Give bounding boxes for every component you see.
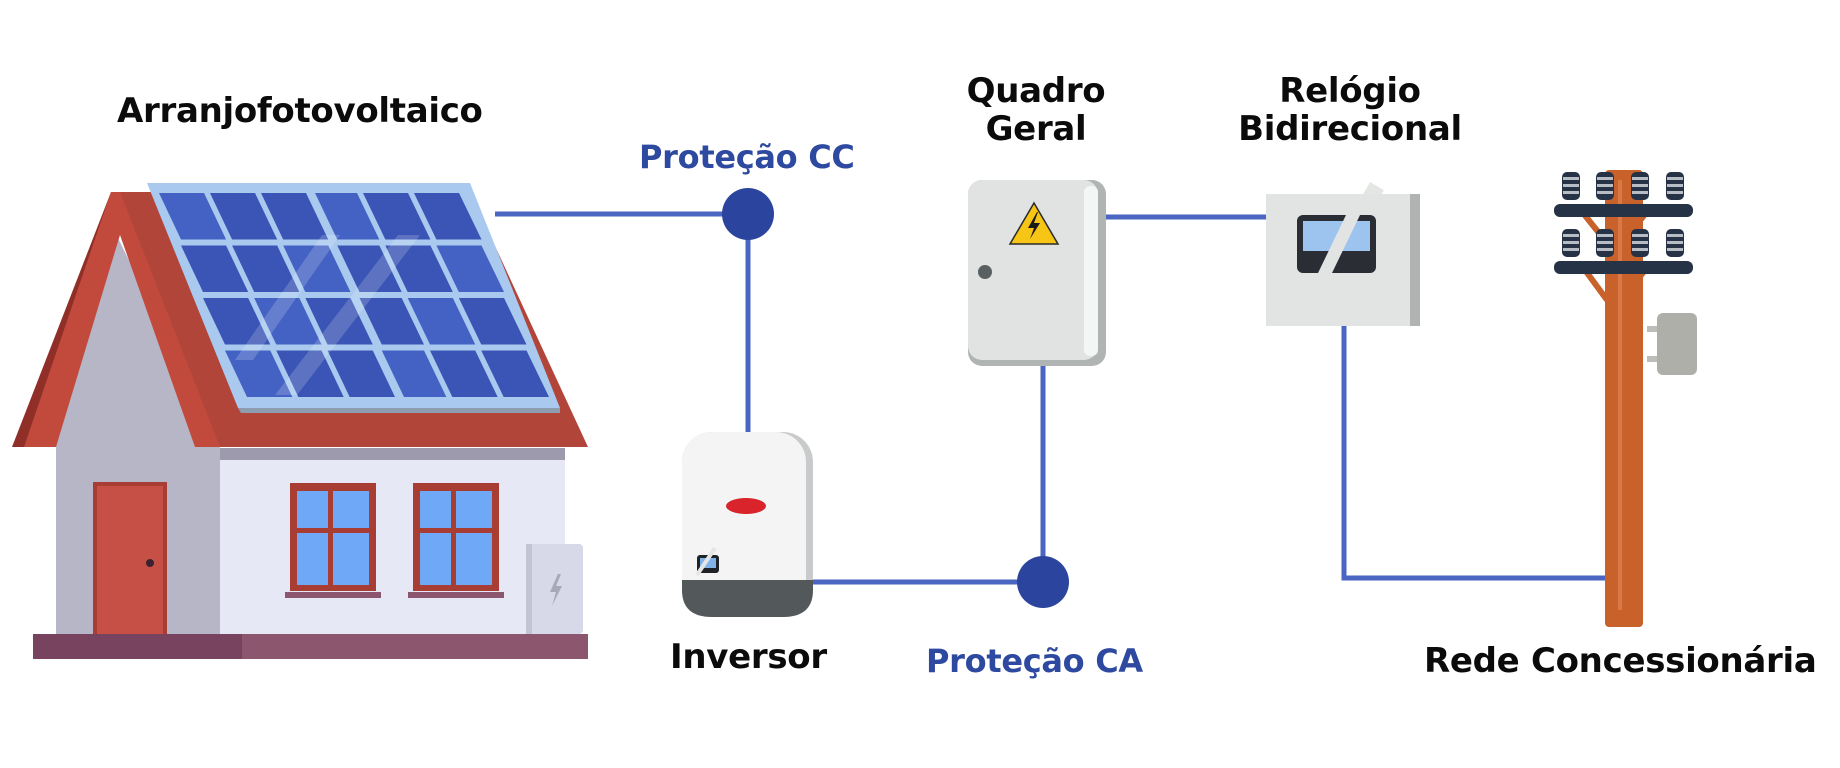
insulator-ring [1563, 241, 1579, 244]
solar-cell [283, 245, 351, 292]
solar-cell [305, 298, 373, 345]
utility-pole-icon [1554, 170, 1697, 627]
solar-cell [381, 350, 447, 397]
door-knob [146, 559, 154, 567]
insulator-ring [1563, 248, 1579, 251]
label-rede-concessionaria: Rede Concessionária [1424, 641, 1817, 681]
solar-cell [203, 298, 271, 345]
insulator-ring [1563, 234, 1579, 237]
solar-cell [363, 193, 431, 240]
solar-cell [315, 193, 380, 240]
insulator-ring [1597, 191, 1613, 194]
label-quadro-line1: Quadro [966, 71, 1106, 111]
insulator-ring [1667, 248, 1683, 251]
house-meter-box-icon [526, 544, 583, 634]
label-protecao-cc: Proteção CC [639, 138, 855, 176]
solar-cell [359, 298, 424, 345]
solar-cell [225, 350, 293, 397]
solar-cell [385, 245, 453, 292]
label-inversor: Inversor [670, 637, 827, 677]
insulator-ring [1563, 191, 1579, 194]
solar-cell [159, 193, 227, 240]
solar-house-icon [12, 183, 588, 659]
solar-cell [254, 298, 322, 345]
insulators [1562, 172, 1684, 257]
insulator-ring [1632, 241, 1648, 244]
insulator-ring [1667, 184, 1683, 187]
insulator-ring [1667, 234, 1683, 237]
insulator-ring [1667, 191, 1683, 194]
solar-cell [481, 350, 549, 397]
solar-cell [181, 245, 249, 292]
solar-cell [414, 193, 482, 240]
inverter-led-icon [726, 498, 766, 514]
insulator-ring [1632, 248, 1648, 251]
label-relogio-bidirecional: Relógio Bidirecional [1228, 72, 1472, 148]
insulator-ring [1563, 184, 1579, 187]
solar-cell [327, 350, 395, 397]
insulator-ring [1597, 184, 1613, 187]
solar-panel-cells [159, 193, 549, 397]
insulator-ring [1632, 234, 1648, 237]
protecao-ca-node-icon [1017, 556, 1069, 608]
bidirectional-meter-icon [1266, 182, 1420, 326]
solar-cell [261, 193, 329, 240]
solar-cell [458, 298, 527, 345]
insulator-ring [1667, 177, 1683, 180]
window-right [408, 483, 504, 598]
label-relogio-line1: Relógio [1279, 71, 1421, 111]
label-quadro-line2: Geral [985, 109, 1087, 150]
solar-cell [407, 298, 476, 345]
insulator-ring [1597, 241, 1613, 244]
insulator-ring [1632, 184, 1648, 187]
solar-cell [430, 350, 498, 397]
label-protecao-ca: Proteção CA [926, 642, 1143, 680]
inverter-icon [682, 432, 813, 617]
solar-cell [276, 350, 344, 397]
insulator-ring [1632, 191, 1648, 194]
insulator-ring [1563, 177, 1579, 180]
wire-relogio-to-rede [1341, 326, 1606, 581]
solar-cell [232, 245, 300, 292]
insulator-ring [1632, 177, 1648, 180]
wires [495, 211, 1606, 585]
electrical-panel-icon [968, 180, 1106, 366]
window-left [285, 483, 381, 598]
protecao-cc-node-icon [722, 188, 774, 240]
solar-cell [436, 245, 504, 292]
label-relogio-line2: Bidirecional [1238, 109, 1462, 150]
label-quadro-geral: Quadro Geral [960, 72, 1112, 148]
insulator-ring [1597, 248, 1613, 251]
insulator-ring [1667, 241, 1683, 244]
label-arranjo-fotovoltaico: Arranjofotovoltaico [117, 91, 483, 131]
insulator-ring [1597, 234, 1613, 237]
panel-lock-icon [978, 265, 992, 279]
solar-cell [210, 193, 278, 240]
solar-cell [337, 245, 402, 292]
transformer-icon [1657, 313, 1697, 375]
insulator-ring [1597, 177, 1613, 180]
